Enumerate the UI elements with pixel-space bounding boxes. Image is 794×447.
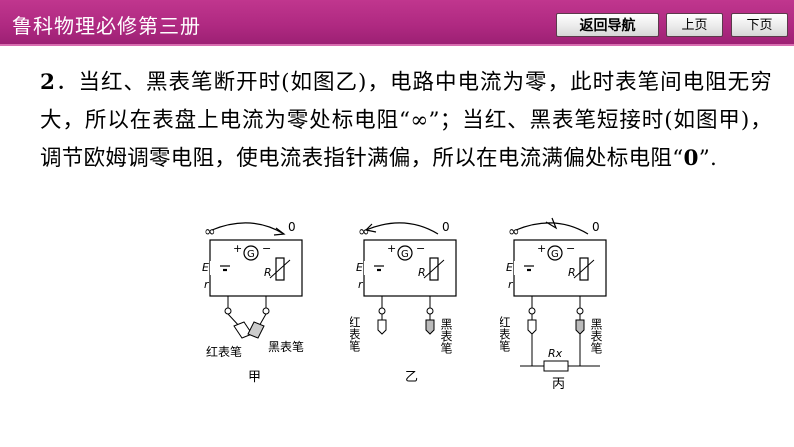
galvanometer-icon (397, 245, 413, 261)
figure-with-resistor: ∞ 0 G + − E r R Rx 红表笔 黑表笔 丙 (500, 217, 607, 392)
svg-text:+: + (233, 242, 242, 255)
black-probe-icon (575, 319, 585, 335)
galvanometer-icon (243, 245, 259, 261)
svg-text:Rx: Rx (548, 347, 563, 360)
svg-text:黑表笔: 黑表笔 (439, 318, 453, 354)
figure-open-circuit: ∞ 0 G + − E r R 红表笔 黑表笔 乙 (350, 220, 457, 385)
explanation-text: ．当红、黑表笔断开时(如图乙)，电路中电流为零，此时表笔间电阻无穷大，所以在表盘… (40, 70, 772, 171)
figure-short-circuit: ∞ 0 G + − E r R 红表笔 黑表笔 甲 (202, 220, 304, 385)
infinity-label: ∞ (508, 224, 520, 240)
red-probe-icon (377, 319, 387, 335)
svg-text:G: G (247, 249, 255, 260)
svg-text:r: r (508, 278, 514, 291)
svg-text:黑表笔: 黑表笔 (268, 339, 304, 354)
infinity-label: ∞ (204, 224, 216, 240)
svg-text:红表笔: 红表笔 (206, 344, 242, 359)
infinity-label: ∞ (358, 224, 370, 240)
zero-mark-text: 0 (683, 146, 699, 171)
svg-text:+: + (537, 242, 546, 255)
svg-text:红表笔: 红表笔 (350, 315, 361, 352)
svg-text:红表笔: 红表笔 (500, 315, 511, 352)
header-bar (0, 0, 794, 44)
svg-text:−: − (262, 242, 271, 255)
red-probe-icon (233, 321, 253, 339)
red-probe-icon (527, 319, 537, 335)
svg-text:−: − (566, 242, 575, 255)
zero-label: 0 (592, 220, 600, 234)
item-number: 2 (40, 70, 56, 95)
svg-text:−: − (416, 242, 425, 255)
figure-caption: 乙 (405, 370, 418, 385)
figure-caption: 甲 (248, 370, 261, 385)
black-probe-icon (425, 319, 435, 335)
next-page-button[interactable]: 下页 (731, 13, 788, 37)
header-divider (0, 44, 794, 46)
galvanometer-icon (547, 245, 563, 261)
back-to-nav-button[interactable]: 返回导航 (556, 13, 659, 37)
prev-page-button[interactable]: 上页 (666, 13, 723, 37)
black-probe-icon (247, 321, 265, 339)
svg-text:R: R (418, 266, 426, 279)
rx-resistor-icon (543, 360, 569, 372)
svg-text:E: E (202, 261, 209, 274)
svg-text:r: r (204, 278, 210, 291)
svg-text:黑表笔: 黑表笔 (589, 318, 603, 354)
figure-caption: 丙 (552, 377, 565, 392)
svg-text:+: + (387, 242, 396, 255)
explanation-paragraph: 2．当红、黑表笔断开时(如图乙)，电路中电流为零，此时表笔间电阻无穷大，所以在表… (40, 64, 772, 178)
explanation-end: ”. (698, 146, 718, 171)
svg-text:E: E (356, 261, 363, 274)
page-title: 鲁科物理必修第三册 (12, 14, 201, 38)
svg-text:R: R (264, 266, 272, 279)
zero-label: 0 (442, 220, 450, 234)
zero-label: 0 (288, 220, 296, 234)
svg-text:r: r (358, 278, 364, 291)
svg-text:G: G (401, 249, 409, 260)
svg-text:G: G (551, 249, 559, 260)
svg-text:E: E (506, 261, 513, 274)
svg-text:R: R (568, 266, 576, 279)
